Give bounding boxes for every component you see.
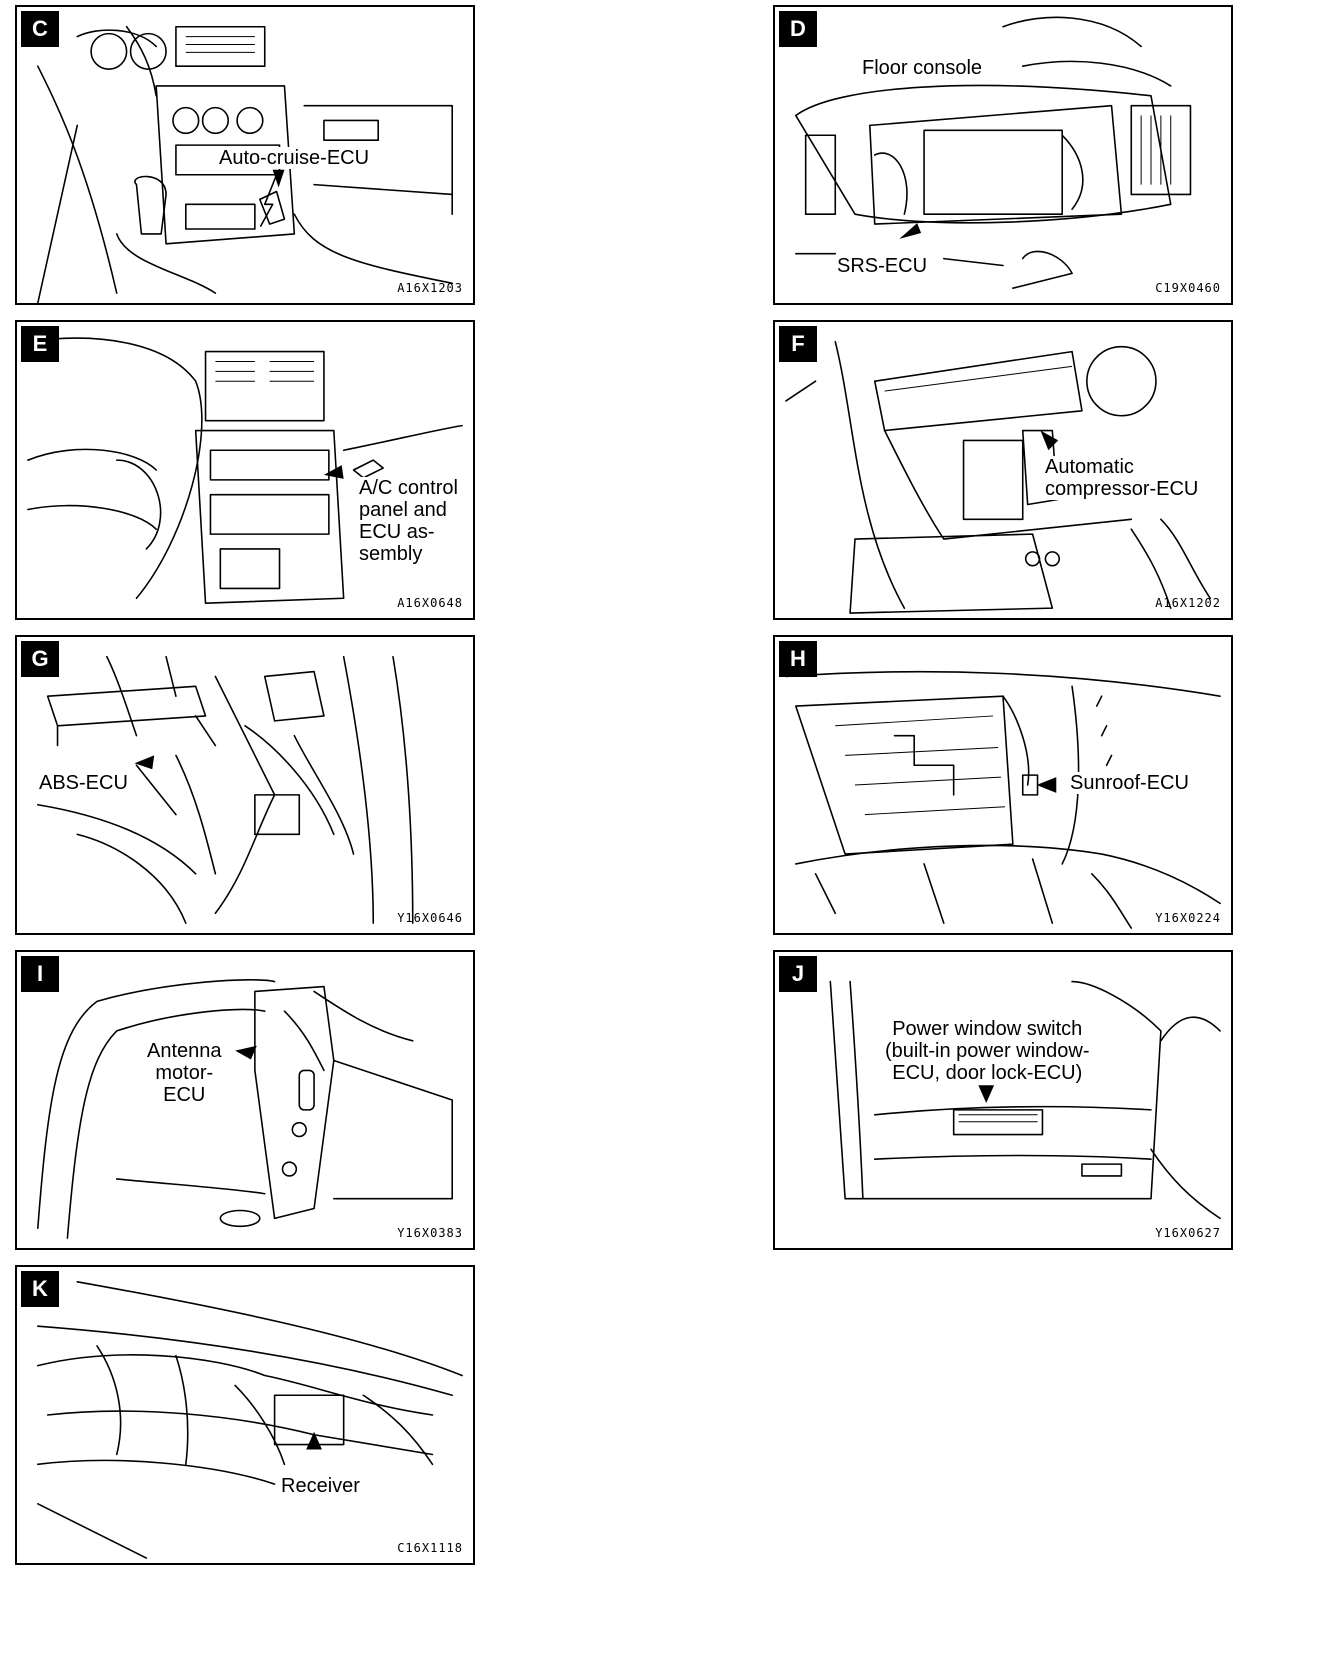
callout-receiver: Receiver	[279, 1475, 362, 1497]
callout-abs-ecu: ABS-ECU	[37, 772, 130, 794]
panel-c: C Auto-cruise-ECU A16X1203	[15, 5, 475, 305]
figure-code: Y16X0646	[397, 911, 463, 925]
panel-i: I Antenna motor- ECU Y16X0383	[15, 950, 475, 1250]
panel-g: G ABS-ECU Y16X0646	[15, 635, 475, 935]
panel-k: K Receiver C16X1118	[15, 1265, 475, 1565]
panel-f: F Automatic compressor-ECU A16X1202	[773, 320, 1233, 620]
illustration-power-window-switch	[829, 980, 1221, 1220]
callout-power-window-switch: Power window switch (built-in power wind…	[883, 1018, 1092, 1084]
callout-auto-cruise-ecu: Auto-cruise-ECU	[217, 147, 372, 169]
illustration-sunroof-ecu	[785, 670, 1221, 929]
panel-letter-badge: G	[21, 641, 59, 677]
callout-floor-console: Floor console	[860, 57, 985, 79]
panel-letter-badge: H	[779, 641, 817, 677]
figure-code: A16X1203	[397, 281, 463, 295]
panel-letter-badge: D	[779, 11, 817, 47]
figure-code: C16X1118	[397, 1541, 463, 1555]
figure-code: A16X1202	[1155, 596, 1221, 610]
panel-d: D Floor console SRS-ECU C19X0460	[773, 5, 1233, 305]
callout-sunroof-ecu: Sunroof-ECU	[1068, 772, 1191, 794]
panel-letter-badge: F	[779, 326, 817, 362]
callout-srs-ecu: SRS-ECU	[835, 255, 930, 277]
callout-antenna-motor-ecu: Antenna motor- ECU	[145, 1040, 224, 1106]
callout-ac-control-panel: A/C control panel and ECU as- sembly	[357, 477, 471, 565]
panel-letter-badge: J	[779, 956, 817, 992]
illustration-srs-ecu	[795, 16, 1192, 289]
panel-letter-badge: E	[21, 326, 59, 362]
figure-code: Y16X0224	[1155, 911, 1221, 925]
illustration-antenna-motor-ecu	[37, 979, 453, 1239]
illustration-automatic-compressor-ecu	[785, 340, 1211, 614]
figure-code: A16X0648	[397, 596, 463, 610]
figure-code: Y16X0627	[1155, 1226, 1221, 1240]
panel-letter-badge: C	[21, 11, 59, 47]
callout-automatic-compressor-ecu: Automatic compressor-ECU	[1043, 456, 1201, 500]
panel-letter-badge: I	[21, 956, 59, 992]
illustration-receiver	[37, 1281, 463, 1559]
figure-code: C19X0460	[1155, 281, 1221, 295]
panel-h: H Sunroof-ECU Y16X0224	[773, 635, 1233, 935]
panel-j: J Power window switch (built-in power wi…	[773, 950, 1233, 1250]
panel-letter-badge: K	[21, 1271, 59, 1307]
illustration-abs-ecu	[37, 655, 414, 924]
figure-code: Y16X0383	[397, 1226, 463, 1240]
illustration-auto-cruise-ecu	[37, 25, 453, 303]
panel-e: E A/C control panel and ECU as- sembly A…	[15, 320, 475, 620]
illustration-ac-control-panel	[27, 337, 463, 604]
